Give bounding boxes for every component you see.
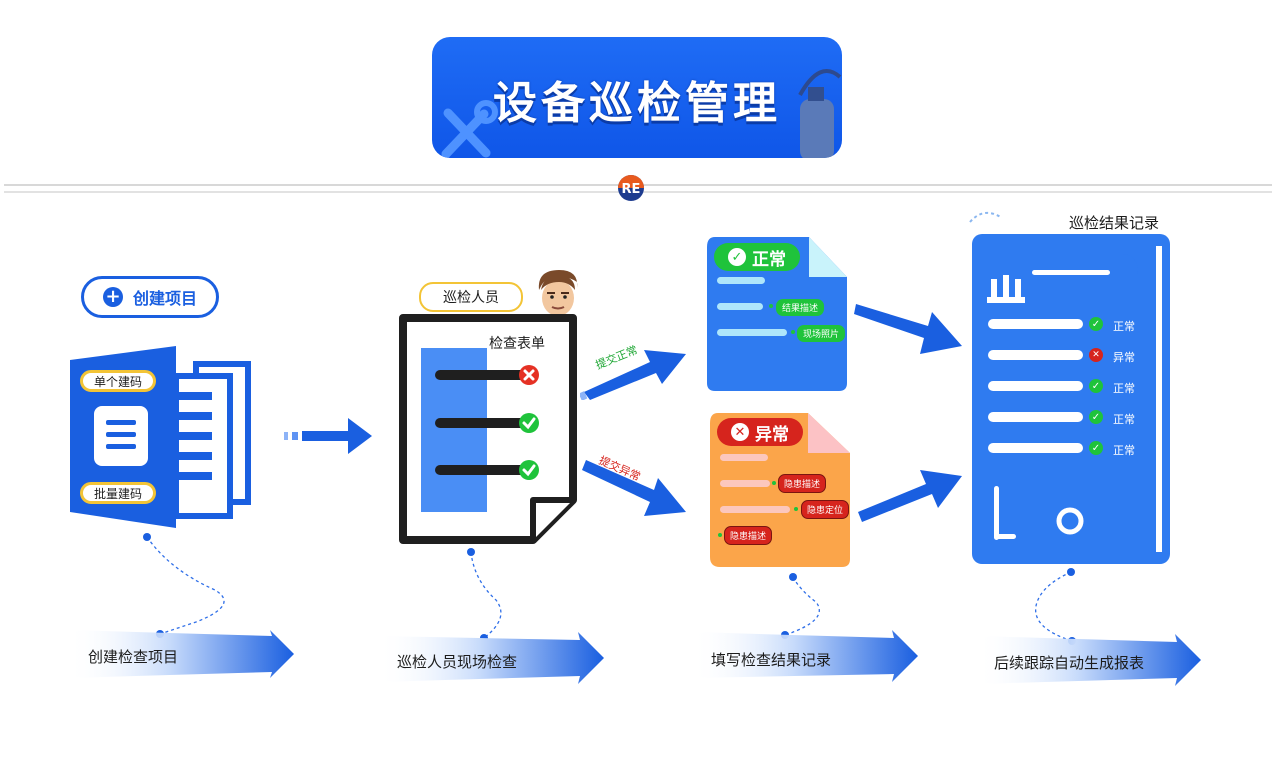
svg-text:RE: RE (622, 182, 641, 197)
wrench-icon (441, 100, 498, 158)
hazard-desc-tag: 隐患描述 (778, 474, 827, 493)
record-status: 正常 (1113, 382, 1135, 395)
step-label-3: 填写检查结果记录 (711, 651, 832, 669)
dotted-arc (969, 211, 1003, 223)
inspector-label: 巡检人员 (443, 290, 499, 306)
x-icon (519, 365, 539, 385)
record-bar (988, 319, 1083, 329)
hazard-location-tag: 隐患定位 (801, 500, 850, 519)
record-status: 正常 (1113, 444, 1135, 457)
normal-title: 正常 (752, 249, 786, 270)
flow-arrow (854, 304, 962, 354)
inspector-avatar (538, 270, 578, 316)
record-bar (988, 443, 1083, 453)
step-arrow (378, 632, 604, 684)
check-icon: ✓ (1089, 441, 1103, 455)
single-code-badge: 单个建码 (80, 370, 156, 392)
page-title: 设备巡检管理 (493, 78, 781, 129)
inspection-form (399, 314, 577, 544)
check-icon: ✓ (728, 248, 746, 266)
record-bar (988, 412, 1083, 422)
normal-badge: ✓ 正常 (714, 243, 800, 271)
check-icon: ✓ (1089, 410, 1103, 424)
submit-normal-arrow (580, 350, 686, 400)
result-desc-tag: 结果描述 (776, 299, 825, 316)
title-banner: 设备巡检管理 (432, 37, 842, 158)
record-bar (988, 350, 1083, 360)
step-arrow (68, 630, 294, 678)
record-bar (988, 381, 1083, 391)
check-icon: ✓ (1089, 317, 1103, 331)
form-title: 检查表单 (489, 336, 545, 352)
record-status: 异常 (1113, 351, 1135, 364)
step-label-4: 后续跟踪自动生成报表 (994, 654, 1145, 672)
x-icon: ✕ (1089, 348, 1103, 362)
site-photo-tag: 现场照片 (797, 325, 846, 342)
abnormal-badge: ✕ 异常 (717, 418, 803, 446)
step-arrow (692, 630, 918, 682)
create-project-label: 创建项目 (132, 289, 197, 308)
inspector-pill: 巡检人员 (419, 282, 523, 312)
close-icon: ✕ (731, 423, 749, 441)
record-title: 巡检结果记录 (1069, 214, 1160, 232)
flow-arrow (284, 418, 372, 454)
extinguisher-icon (798, 69, 842, 158)
normal-card (707, 237, 847, 391)
seal-icon (987, 275, 1025, 303)
check-icon (519, 413, 539, 433)
abnormal-title: 异常 (755, 424, 789, 445)
check-icon: ✓ (1089, 379, 1103, 393)
hazard-desc-tag: 隐患描述 (724, 526, 773, 545)
submit-abnormal-arrow (582, 460, 686, 516)
step-arrow (977, 634, 1201, 686)
record-status: 正常 (1113, 320, 1135, 333)
create-project-pill: + 创建项目 (81, 276, 219, 318)
plus-icon: + (102, 287, 123, 307)
step-label-1: 创建检查项目 (88, 648, 179, 666)
step-label-2: 巡检人员现场检查 (397, 653, 518, 671)
check-icon (519, 460, 539, 480)
record-status: 正常 (1113, 413, 1135, 426)
flow-arrow (858, 470, 962, 522)
logo-icon: RE (618, 175, 644, 201)
batch-code-badge: 批量建码 (80, 482, 156, 504)
